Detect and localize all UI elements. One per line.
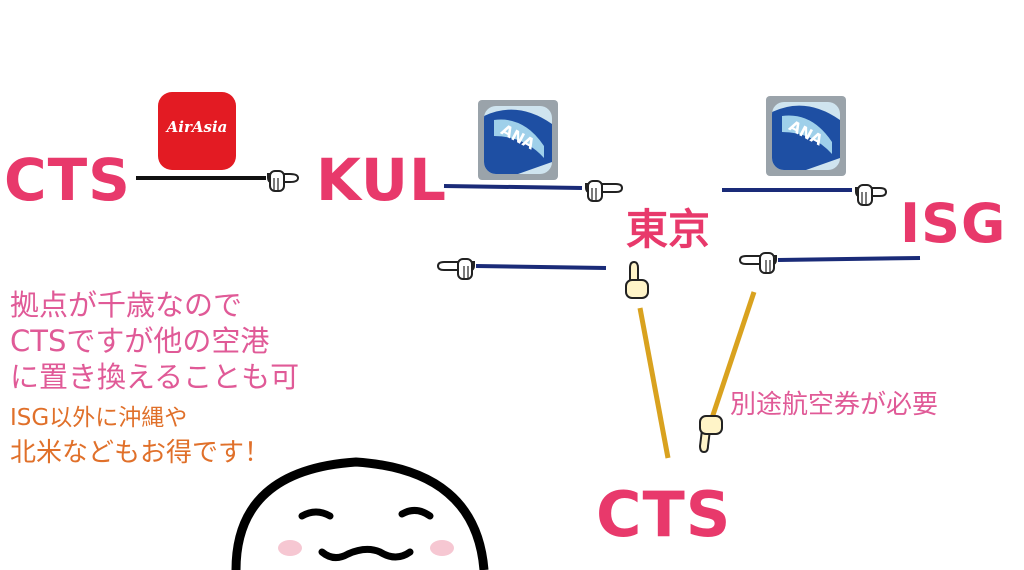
ana-logo-icon: ANA xyxy=(766,96,846,176)
pointing-hand-icon xyxy=(436,258,475,280)
route-line-isg-cts xyxy=(709,291,757,419)
note-line-2: CTSですが他の空港 xyxy=(10,324,270,358)
note-line-1: 拠点が千歳なので xyxy=(10,288,243,322)
airport-hub-label: KUL xyxy=(316,146,447,214)
pointing-hand-icon xyxy=(625,260,649,299)
route-line-tokyo-kul xyxy=(475,264,607,270)
airport-isg-label: ISG xyxy=(900,192,1007,255)
airasia-logo-icon: AirAsia xyxy=(158,92,236,170)
note-line-3: に置き換えることも可 xyxy=(10,360,300,394)
airport-tokyo-label: 東京 xyxy=(626,205,711,254)
airasia-logo-text: AirAsia xyxy=(166,118,228,136)
mascot-icon xyxy=(231,457,489,570)
note-line-5: 北米などもお得です！ xyxy=(10,438,271,468)
pointing-hand-icon xyxy=(698,415,723,454)
ana-logo-icon: ANA xyxy=(478,100,558,180)
pointing-hand-icon xyxy=(585,180,624,202)
pointing-hand-icon xyxy=(855,184,888,206)
pointing-hand-icon xyxy=(738,252,777,274)
note-line-4: ISG以外に沖縄や xyxy=(10,405,188,431)
pointing-hand-icon xyxy=(267,170,300,192)
airport-return-label: CTS xyxy=(596,478,732,551)
airport-origin-label: CTS xyxy=(4,146,131,214)
separate-ticket-note: 別途航空券が必要 xyxy=(730,390,939,420)
route-line-kul-tokyo xyxy=(443,184,583,190)
route-line-isg-tokyo xyxy=(777,256,921,262)
route-line-tokyo-cts xyxy=(637,307,671,459)
